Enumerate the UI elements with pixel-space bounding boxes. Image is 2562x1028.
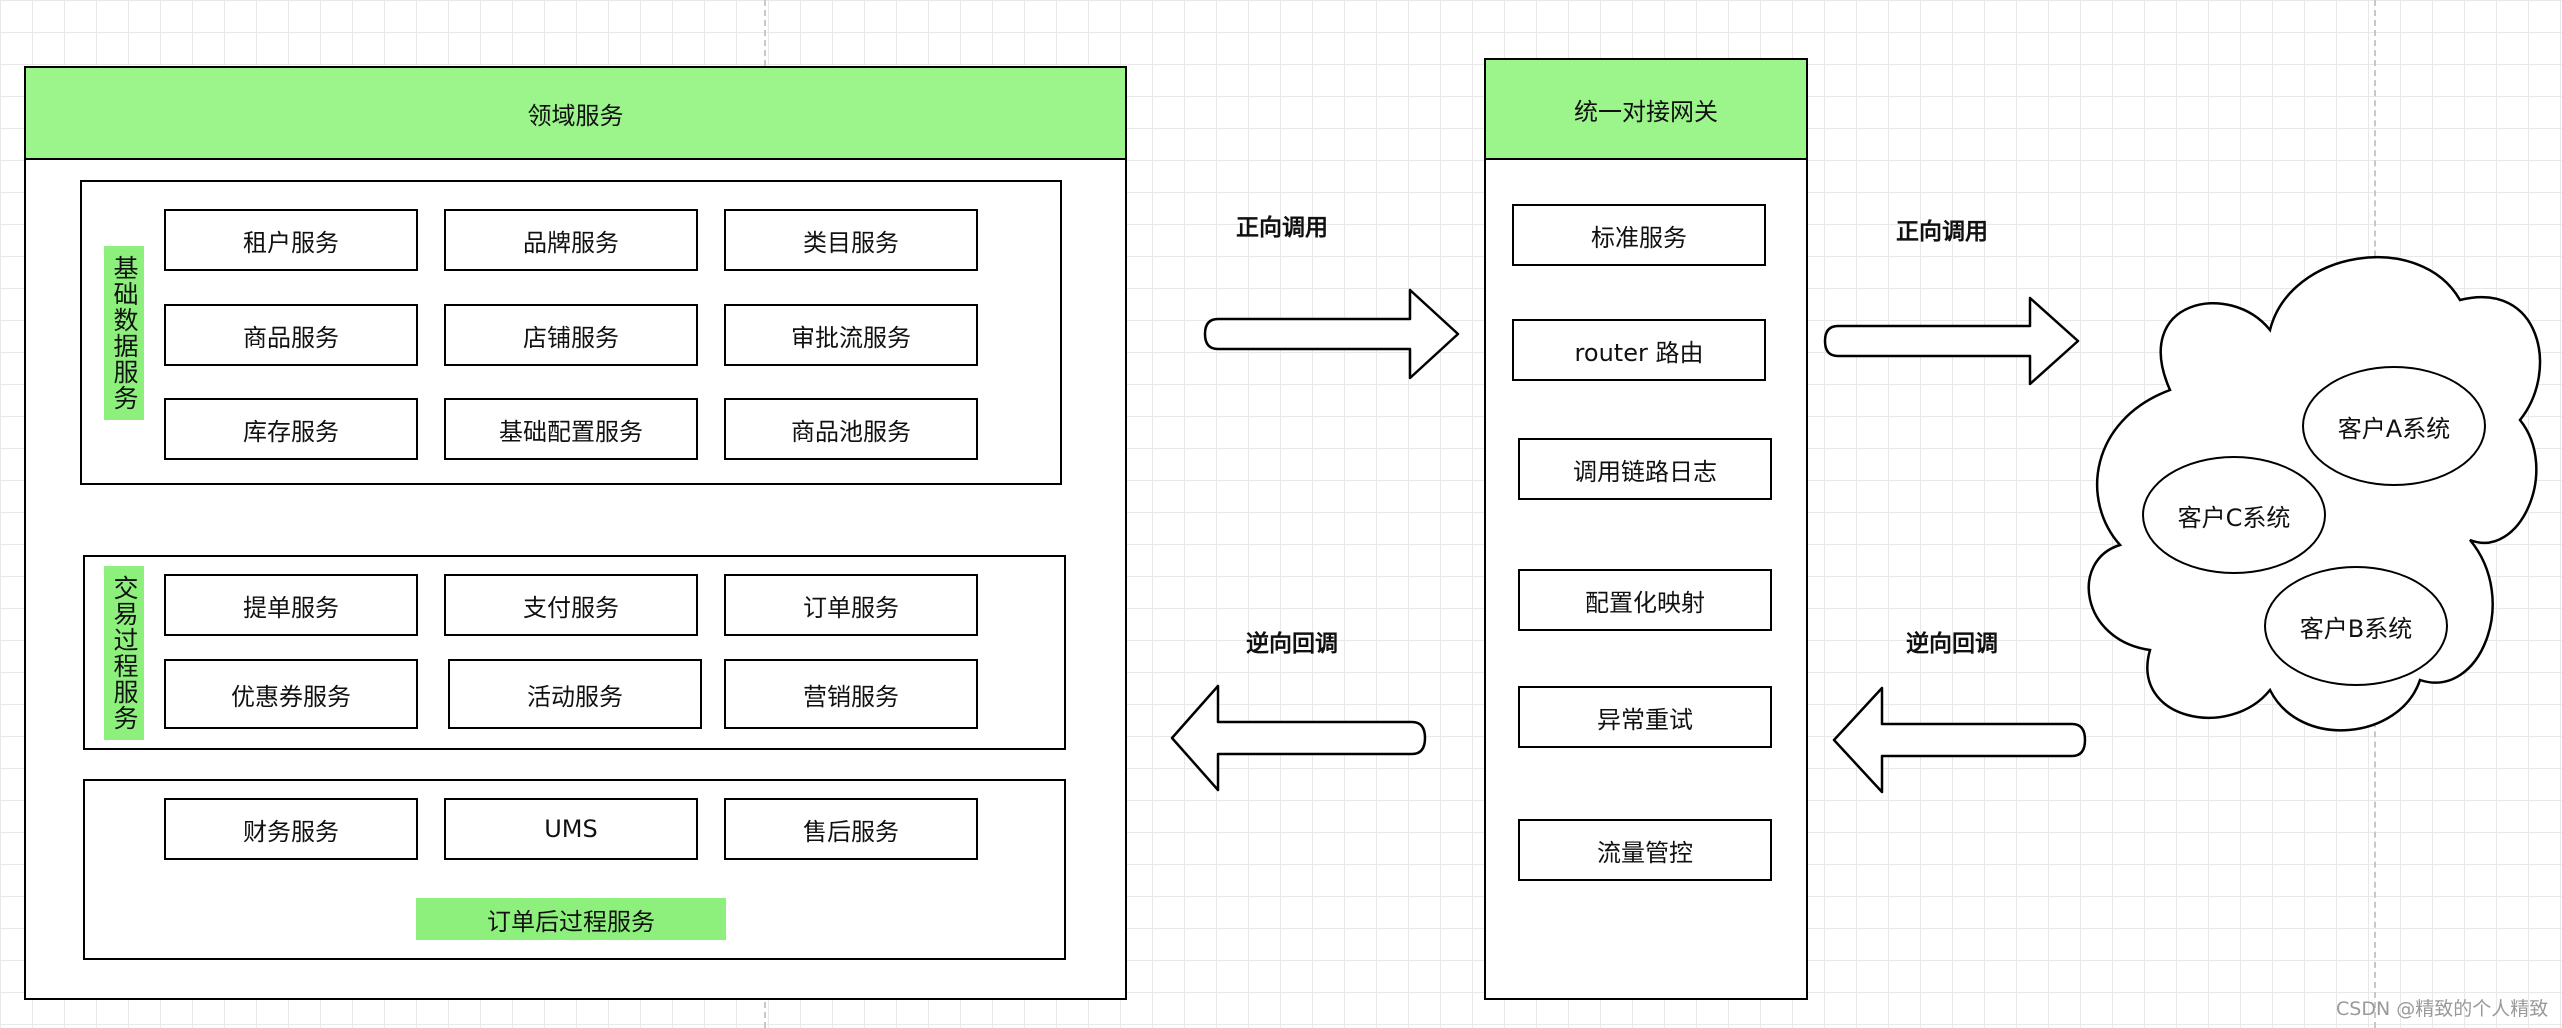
customer-b-system: 客户B系统 (2264, 566, 2448, 686)
tenant-service: 租户服务 (164, 209, 418, 271)
reverse-callback-label-right: 逆向回调 (1906, 631, 1998, 657)
brand-service: 品牌服务 (444, 209, 698, 271)
trade-process-group (83, 555, 1066, 750)
basic-config-service: 基础配置服务 (444, 398, 698, 460)
finance-service: 财务服务 (164, 798, 418, 860)
customer-a-system: 客户A系统 (2302, 366, 2486, 486)
customer-c-system: 客户C系统 (2142, 456, 2326, 574)
payment-service: 支付服务 (444, 574, 698, 636)
category-service: 类目服务 (724, 209, 978, 271)
approval-flow-service: 审批流服务 (724, 304, 978, 366)
inventory-service: 库存服务 (164, 398, 418, 460)
config-mapping: 配置化映射 (1518, 569, 1772, 631)
traffic-control: 流量管控 (1518, 819, 1772, 881)
after-sale-service: 售后服务 (724, 798, 978, 860)
activity-service: 活动服务 (448, 659, 702, 729)
reverse-callback-label-left: 逆向回调 (1246, 631, 1338, 657)
product-service: 商品服务 (164, 304, 418, 366)
order-submit-service: 提单服务 (164, 574, 418, 636)
basic-data-group (80, 180, 1062, 485)
forward-call-label-right: 正向调用 (1896, 219, 1988, 245)
order-service: 订单服务 (724, 574, 978, 636)
product-pool-service: 商品池服务 (724, 398, 978, 460)
exception-retry: 异常重试 (1518, 686, 1772, 748)
trade-process-group-label: 交易过程服务 (104, 566, 144, 740)
marketing-service: 营销服务 (724, 659, 978, 729)
standard-service: 标准服务 (1512, 204, 1766, 266)
forward-call-label-left: 正向调用 (1236, 215, 1328, 241)
gateway-title: 统一对接网关 (1486, 60, 1806, 160)
coupon-service: 优惠券服务 (164, 659, 418, 729)
call-chain-log: 调用链路日志 (1518, 438, 1772, 500)
store-service: 店铺服务 (444, 304, 698, 366)
basic-data-group-label: 基础数据服务 (104, 246, 144, 420)
watermark: CSDN @精致的个人精致 (2336, 998, 2549, 1020)
after-order-group (83, 779, 1066, 960)
router-service: router 路由 (1512, 319, 1766, 381)
ums-service: UMS (444, 798, 698, 860)
after-order-group-label: 订单后过程服务 (416, 898, 726, 940)
domain-services-title: 领域服务 (26, 68, 1125, 160)
